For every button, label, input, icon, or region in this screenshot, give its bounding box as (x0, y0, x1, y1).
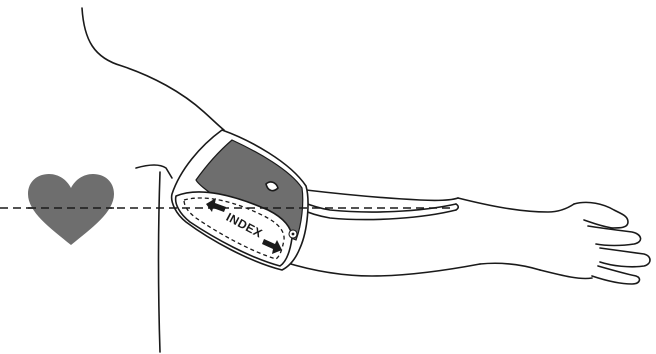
armpit-line (136, 165, 172, 178)
hose-tube-end (456, 204, 458, 210)
forearm-bottom-outline (480, 263, 540, 270)
heart-icon (28, 174, 114, 245)
forearm-top-outline (458, 198, 574, 212)
upper-arm-top-outline (306, 190, 458, 200)
body-side-line (159, 172, 161, 352)
cuff-marker-icon (289, 230, 297, 238)
hand-outline (540, 202, 650, 284)
upper-arm-bottom-outline (284, 262, 480, 276)
torso-outline (82, 8, 224, 130)
